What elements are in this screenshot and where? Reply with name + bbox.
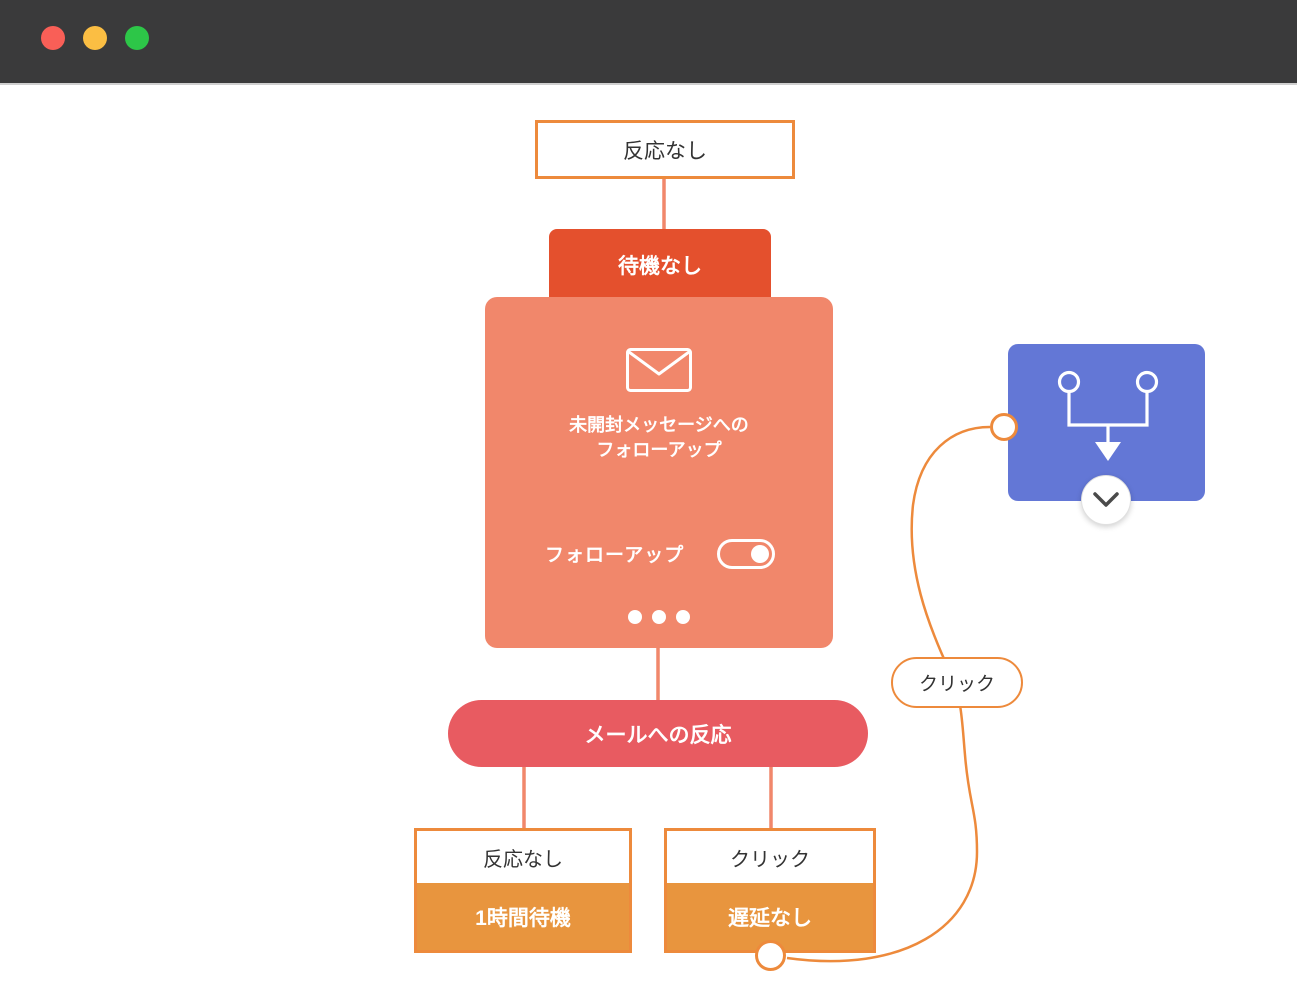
pagination-dot bbox=[628, 610, 642, 624]
fullscreen-window-button[interactable] bbox=[125, 26, 149, 50]
edge-label-click[interactable]: クリック bbox=[891, 657, 1023, 708]
followup-toggle[interactable] bbox=[717, 539, 775, 569]
trigger-label: 反応なし bbox=[623, 139, 707, 163]
node-branch-click[interactable]: クリック 遅延なし bbox=[664, 828, 876, 953]
node-followup-card[interactable]: 未開封メッセージへの フォローアップ フォローアップ bbox=[485, 297, 833, 648]
node-no-wait[interactable]: 待機なし bbox=[549, 229, 771, 301]
branch-condition-label: 反応なし bbox=[417, 831, 629, 883]
chevron-down-button[interactable] bbox=[1081, 475, 1131, 525]
followup-toggle-row: フォローアップ bbox=[485, 535, 833, 569]
branch-merge-icon bbox=[1057, 370, 1159, 461]
envelope-icon bbox=[626, 348, 692, 392]
card-title: 未開封メッセージへの フォローアップ bbox=[485, 413, 833, 463]
close-window-button[interactable] bbox=[41, 26, 65, 50]
window-titlebar bbox=[0, 0, 1297, 85]
wait-node-label: 待機なし bbox=[618, 255, 702, 278]
pagination-dot bbox=[652, 610, 666, 624]
card-title-line1: 未開封メッセージへの bbox=[569, 415, 749, 435]
reaction-node-label: メールへの反応 bbox=[584, 723, 732, 747]
minimize-window-button[interactable] bbox=[83, 26, 107, 50]
connection-port-branch[interactable] bbox=[755, 940, 786, 971]
followup-toggle-label: フォローアップ bbox=[545, 545, 685, 566]
node-merge[interactable] bbox=[1008, 344, 1205, 501]
node-branch-no-response[interactable]: 反応なし 1時間待機 bbox=[414, 828, 632, 953]
branch-condition-label: クリック bbox=[667, 831, 873, 883]
branch-action-label: 1時間待機 bbox=[417, 883, 629, 950]
node-mail-reaction[interactable]: メールへの反応 bbox=[448, 700, 868, 767]
pagination-dot bbox=[676, 610, 690, 624]
card-pagination-dots[interactable] bbox=[485, 610, 833, 624]
card-title-line2: フォローアップ bbox=[596, 440, 722, 460]
node-trigger-no-response[interactable]: 反応なし bbox=[535, 120, 795, 179]
chevron-down-icon bbox=[1093, 492, 1119, 507]
connection-port-merge[interactable] bbox=[990, 413, 1018, 441]
edge-label-text: クリック bbox=[918, 674, 995, 695]
toggle-knob bbox=[751, 545, 769, 563]
